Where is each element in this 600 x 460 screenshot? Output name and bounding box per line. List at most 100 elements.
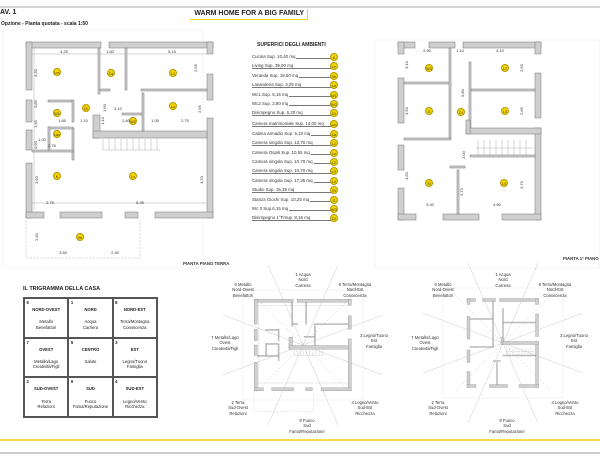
surface-item: Veranda Sup. 19,50 mq Ve [252,71,338,80]
room-marker: K [53,172,61,180]
dimension-label: 3,40 [426,202,434,207]
room-code-badge: Di [330,109,338,118]
surface-item: Cabina armadio Sup. 5,10 mq Ca [252,129,338,138]
surface-text: Disimpegno 1°P.Sup. 8,15 mq [252,215,312,221]
room-code-badge: Lm [330,120,338,129]
bagua-sector-label: 8 Terra/Montagna Nord-Est Conoscenza [338,282,372,298]
dimension-label: 2,65 [193,64,198,72]
dimension-label: 1,45 [33,120,38,128]
surface-text: Living Sup. 39,00 mq [252,63,295,69]
surfaces-title: SUPERFICI DEGLI AMBIENTI [257,42,326,48]
surface-item: Studio Sup. 15,35 mq St [252,186,338,195]
surface-text: Camera singola Sup. 10,70 mq [252,158,314,164]
trigram-number: 4 [115,379,118,385]
dimension-label: 2,90 [423,48,431,53]
room-marker: L2 [501,64,509,72]
room-marker: W1 [53,109,61,117]
trigram-element: Salute [84,358,97,364]
dimension-label: 8,35 [136,200,144,205]
surface-text: Wc2 Sup. 2,80 mq [252,101,290,106]
surface-item: Disimpegno Sup. 6,20 mq Di [252,109,338,118]
surface-text: Cabina armadio Sup. 5,10 mq [252,130,312,136]
surface-text: Stanza Giochi Sup. 10,25 mq [252,196,311,202]
surface-text: Camera singola Sup. 10,70 mq [252,168,314,174]
trigram-direction: SUD-OVEST [33,386,59,392]
dimension-label: 1,65 [58,118,66,123]
trigram-direction: OVEST [39,346,54,352]
sheet-subtitle: Opzione - Pianta quotata - scala 1:50 [1,21,88,27]
surface-text: Camera singola Sup. 17,35 mq [252,177,314,183]
bagua-sector-label: 3 Legno/Tuono Est Famiglia [359,333,389,349]
bagua-sector-label: 1 Acqua Nord Carriera [495,272,511,288]
dimension-label: 3,50 [404,107,409,115]
room-code-badge: K [330,53,338,61]
surface-text: Disimpegno Sup. 6,20 mq [252,110,304,116]
dimension-label: 1,60 [106,49,114,54]
surface-text: Wc1 Sup. 5,15 mq [252,91,290,97]
dimension-label: 4,60 [493,202,501,207]
surface-text: Cucina Sup. 10,40 mq [252,54,297,59]
surface-item: Wc1 Sup. 5,15 mq W1 [252,90,338,99]
room-marker: Ve [76,233,84,241]
dimension-label: 1,10 [80,118,88,123]
dimension-label: 5,15 [168,49,176,54]
bagua-sector-label: 7 Metallo/Lago Ovest Creatività/Figli [211,335,239,351]
sheet-number: AV. 1 [0,9,17,16]
trigram-element: Legno/Vento Ricchezza [123,398,147,409]
dimension-label: 3,60 [34,176,39,184]
room-marker: L1 [169,69,177,77]
dimension-label: 2,60 [122,118,130,123]
surface-item: Cucina Sup. 10,40 mq K [252,53,338,61]
room-code-badge: Ca [330,129,338,138]
dimension-label: 1,10 [100,117,105,125]
dimension-label: 2,75 [181,118,189,123]
room-code-badge: St [330,186,338,195]
room-marker: Lav [53,130,61,138]
dimension-label: 0,85 [33,100,38,108]
room-marker: L3 [501,107,509,115]
trigram-number: 7 [26,339,29,345]
room-code-badge: Ve [330,71,338,80]
room-code-badge: L2 [330,157,338,166]
trigram-direction: NORD-OVEST [32,307,61,312]
room-marker: W3 [425,64,433,72]
trigram-element: Terra/Montagna Conoscenza [120,319,150,330]
dimension-label: 2,65 [197,105,202,113]
dimension-label: 3,10 [404,61,409,69]
trigram-element: Fuoco Fama/Reputazione [72,398,109,409]
surface-text: Veranda Sup. 19,50 mq [252,72,300,78]
trigram-element: Terra Relazioni [37,398,55,409]
room-code-badge: Lo [330,148,338,157]
project-title: WARM HOME FOR A BIG FAMILY [190,9,308,20]
surface-text: Studio Sup. 15,35 mq [252,187,296,193]
bagua-sector-label: 4 Legno/Vento Sud-Est Ricchezza [351,400,379,416]
surface-text: Wc 3 Sup.6,15 mq [252,205,290,211]
dimension-label: 2,70 [459,188,464,196]
surface-text: Lavanderia Sup. 3,25 mq [252,82,303,88]
bagua-sector-label: 2 Terra Sud-Ovest Relazioni [428,400,448,416]
room-marker: Lv [129,172,137,180]
bagua-sector-label: 6 Metallo Nord-Ovest Benefattori [432,282,454,298]
bagua-sector-label: 1 Acqua Nord Carriera [295,272,311,288]
trigram-number: 3 [115,339,118,345]
room-marker: L4 [500,179,508,187]
trigram-number: 9 [70,379,74,385]
bagua-sector-label: 2 Terra Sud-Ovest Relazioni [228,400,248,416]
room-code-badge: W1 [330,90,338,99]
